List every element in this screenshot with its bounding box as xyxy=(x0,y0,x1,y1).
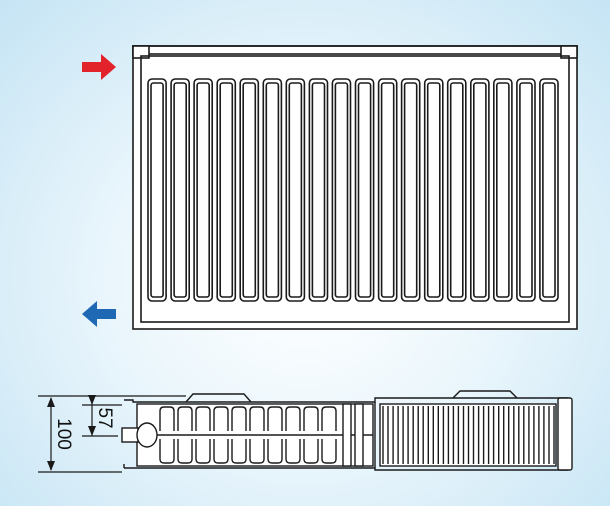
front-fin-outer xyxy=(285,78,306,302)
side-left-fin-top xyxy=(195,406,211,431)
side-left-fin-bottom xyxy=(285,439,301,464)
side-left-fin-top xyxy=(285,406,301,431)
front-fin-outer xyxy=(331,78,352,302)
side-left-fin-bottom xyxy=(267,439,283,464)
front-fin-outer xyxy=(193,78,214,302)
front-fin-outer xyxy=(539,78,559,302)
front-fin-inner xyxy=(472,82,487,298)
side-top-cover xyxy=(124,397,568,403)
front-fin-inner xyxy=(542,82,556,298)
front-fin-inner xyxy=(357,82,372,298)
dimension-partial-label: 57 xyxy=(94,407,115,428)
front-fin-inner xyxy=(380,82,395,298)
front-fin-outer xyxy=(400,78,421,302)
front-fin-outer xyxy=(354,78,375,302)
side-left-fin-top xyxy=(231,406,247,431)
dim-arrow-total-top xyxy=(47,397,55,407)
side-left-fin-bottom xyxy=(303,439,319,464)
front-fin-inner xyxy=(242,82,257,298)
radiator-front-view xyxy=(132,45,578,330)
front-fin-inner xyxy=(449,82,464,298)
front-fin-inner xyxy=(334,82,349,298)
front-fin-inner xyxy=(196,82,211,298)
front-fin-inner xyxy=(219,82,234,298)
front-fin-inner xyxy=(495,82,510,298)
front-fin-outer xyxy=(516,78,536,302)
front-fin-outer xyxy=(262,78,283,302)
front-fin-inner xyxy=(403,82,418,298)
side-left-fin-bottom xyxy=(195,439,211,464)
front-fin-outer xyxy=(147,78,167,302)
side-right-fins xyxy=(382,406,555,464)
front-fin-inner xyxy=(426,82,441,298)
front-fin-outer xyxy=(170,78,191,302)
front-fin-inner xyxy=(173,82,188,298)
side-left-fin-top xyxy=(321,406,337,431)
side-left-fin-top xyxy=(159,406,175,431)
front-fins xyxy=(147,78,559,302)
side-left-fin-top xyxy=(303,406,319,431)
front-fin-outer xyxy=(377,78,398,302)
inlet-arrow-icon xyxy=(82,54,116,80)
front-fin-outer xyxy=(423,78,444,302)
dim-arrow-total-bottom xyxy=(47,461,55,471)
outlet-arrow-icon xyxy=(82,301,116,327)
front-panel-inner xyxy=(140,55,570,323)
side-left-fin-top xyxy=(249,406,265,431)
side-left-fin-bottom xyxy=(159,439,175,464)
front-fin-outer xyxy=(239,78,260,302)
front-fin-inner xyxy=(150,82,164,298)
front-fin-outer xyxy=(216,78,237,302)
front-fin-inner xyxy=(311,82,326,298)
dim-arrow-partial-bottom xyxy=(88,426,96,436)
dim-arrow-partial-top xyxy=(88,395,96,405)
side-plate-b xyxy=(354,403,364,467)
side-left-fin-bottom xyxy=(231,439,247,464)
side-left-fin-bottom xyxy=(249,439,265,464)
side-left-fin-bottom xyxy=(321,439,337,464)
side-left-fin-bottom xyxy=(213,439,229,464)
side-left-fin-bottom xyxy=(177,439,193,464)
side-bottom-line xyxy=(124,467,568,471)
side-connection-pipe xyxy=(121,427,139,443)
side-connection-nut xyxy=(136,422,158,448)
side-left-fin-top xyxy=(177,406,193,431)
side-left-fin-top xyxy=(267,406,283,431)
side-left-clip xyxy=(185,393,252,403)
side-left-fin-top xyxy=(213,406,229,431)
side-left-fins xyxy=(159,406,337,464)
dimensions xyxy=(38,395,186,473)
radiator-side-view xyxy=(121,390,573,471)
front-fin-inner xyxy=(265,82,280,298)
dimension-total-label: 100 xyxy=(53,418,74,450)
front-fin-inner xyxy=(288,82,303,298)
front-fin-inner xyxy=(519,82,533,298)
front-fin-outer xyxy=(469,78,490,302)
front-fin-outer xyxy=(308,78,329,302)
side-plate-a xyxy=(342,403,352,467)
front-fin-outer xyxy=(446,78,467,302)
side-right-clip xyxy=(452,390,518,399)
front-fin-outer xyxy=(492,78,513,302)
side-end-cap xyxy=(557,397,573,471)
